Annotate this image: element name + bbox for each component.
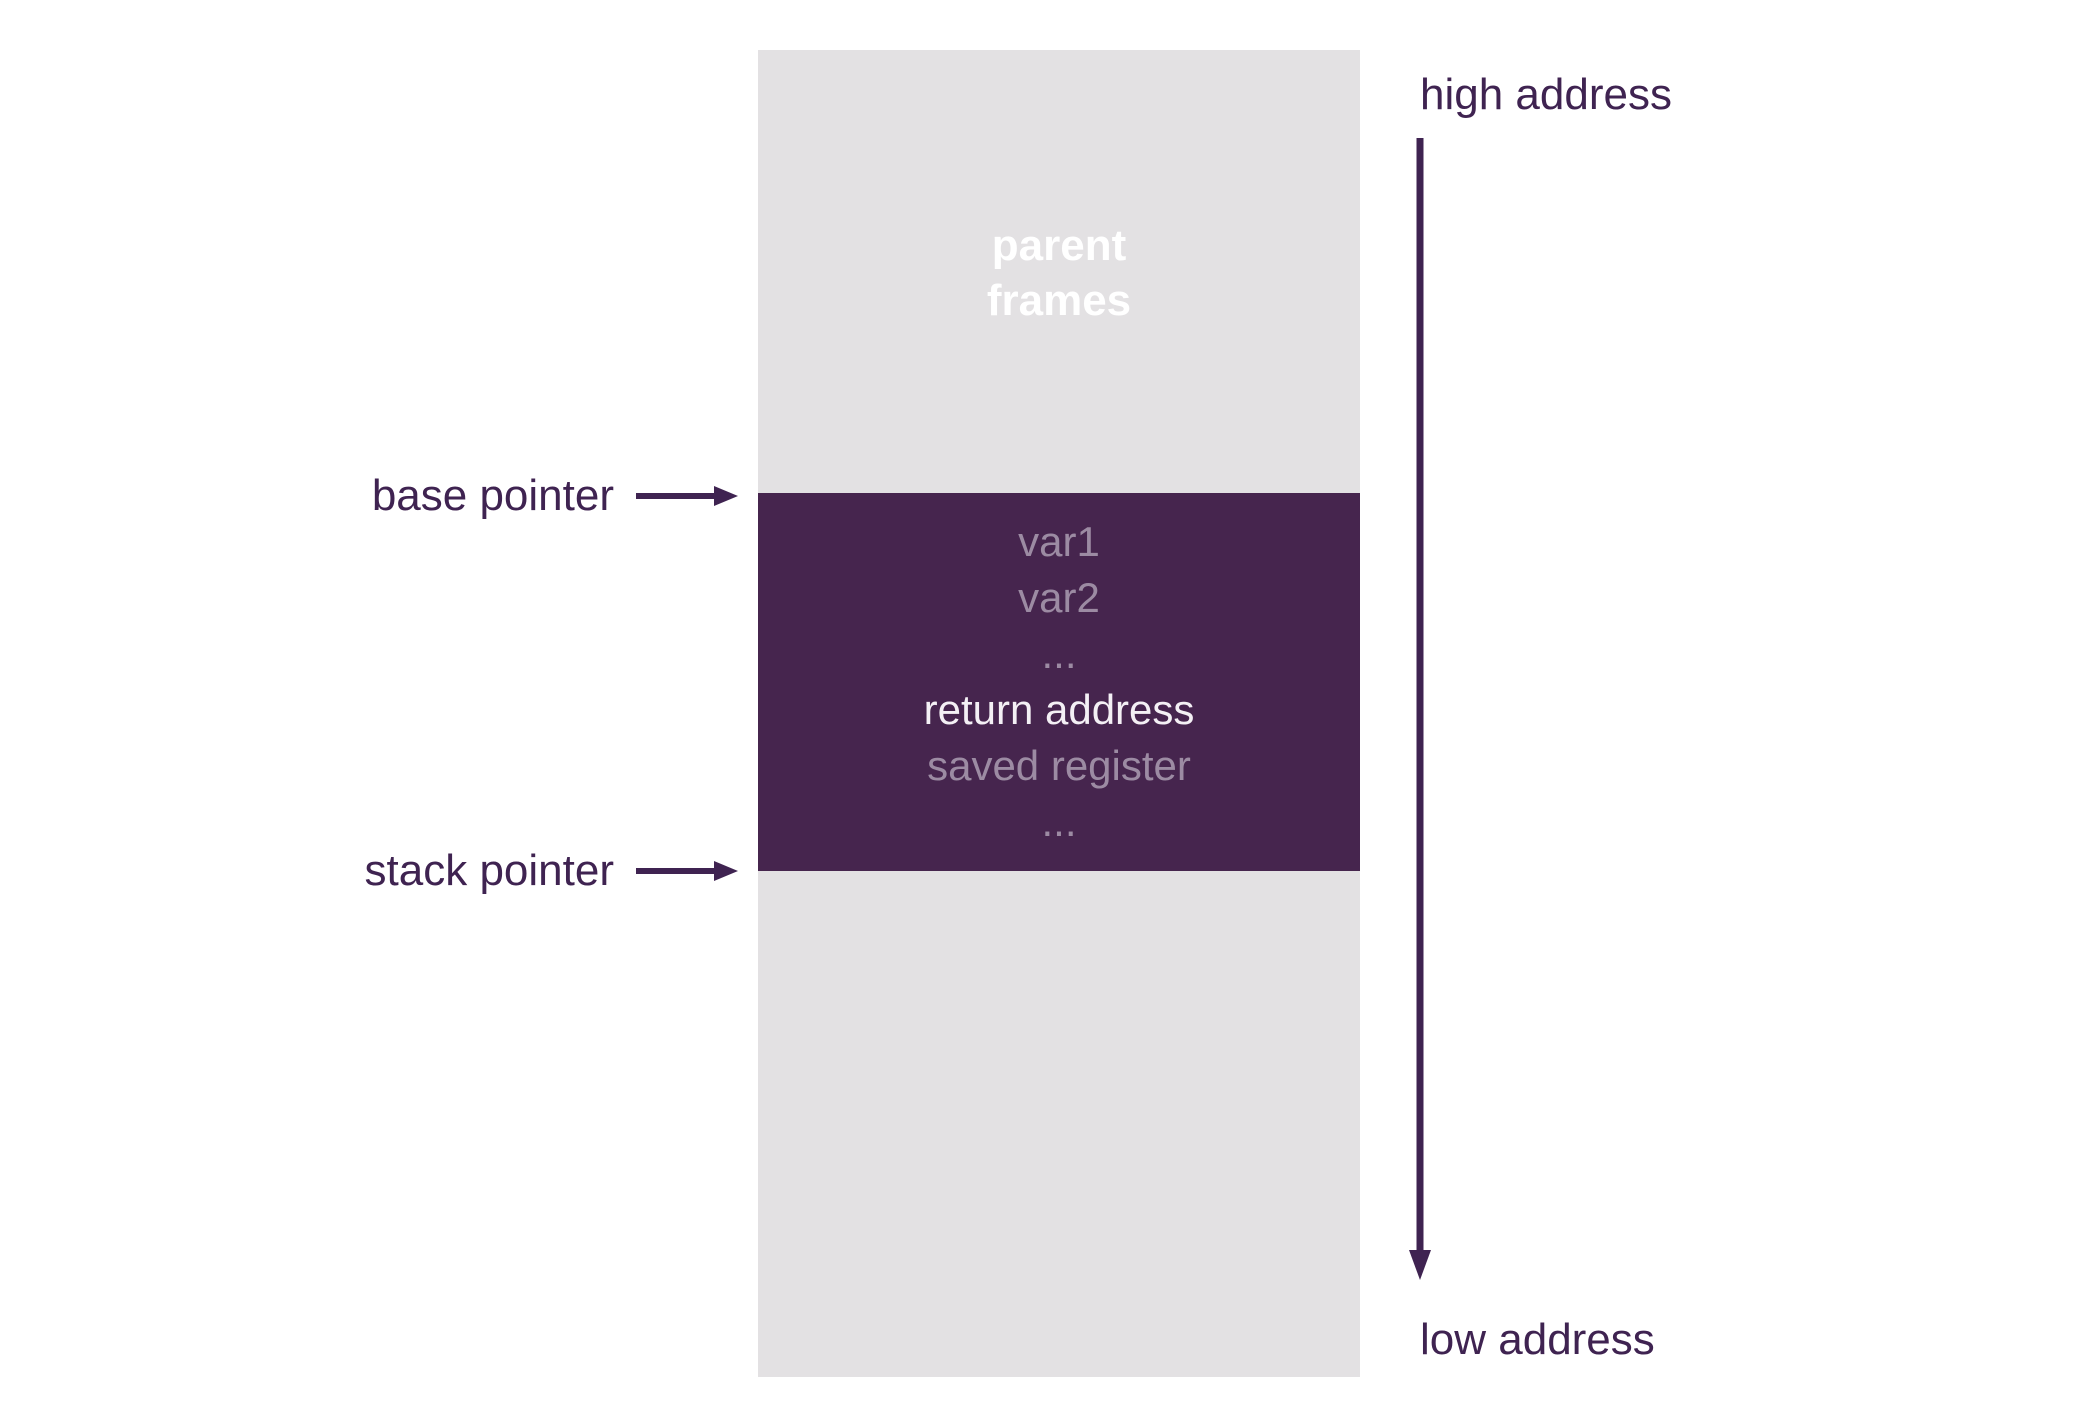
current-stack-frame: var1 var2... return address saved register.… [758,493,1360,871]
low-address-label: low address [1420,1315,1655,1364]
address-direction-arrow-icon [1406,138,1434,1280]
stack-frame-entry: ... [1041,630,1077,677]
stack-frame-entry: var1 [1018,518,1100,565]
stack-column: parent frames var1 var2... return address s… [758,50,1360,1377]
stack-frame-entry: var2 [1018,574,1100,621]
stack-frame-entry: saved register [927,742,1191,789]
stack-pointer-label: stack pointer [364,846,614,895]
stack-pointer-arrow-icon [636,860,738,882]
stack-frame-entry: ... [1041,798,1077,845]
base-pointer-arrow-icon [636,485,738,507]
parent-frames-label: parent frames [986,221,1132,325]
high-address-label: high address [1420,70,1672,119]
stack-frame-entry: return address [923,686,1195,733]
base-pointer-label: base pointer [371,471,614,520]
stack-frame-entries: var1 var2... return address saved register.… [758,493,1360,850]
